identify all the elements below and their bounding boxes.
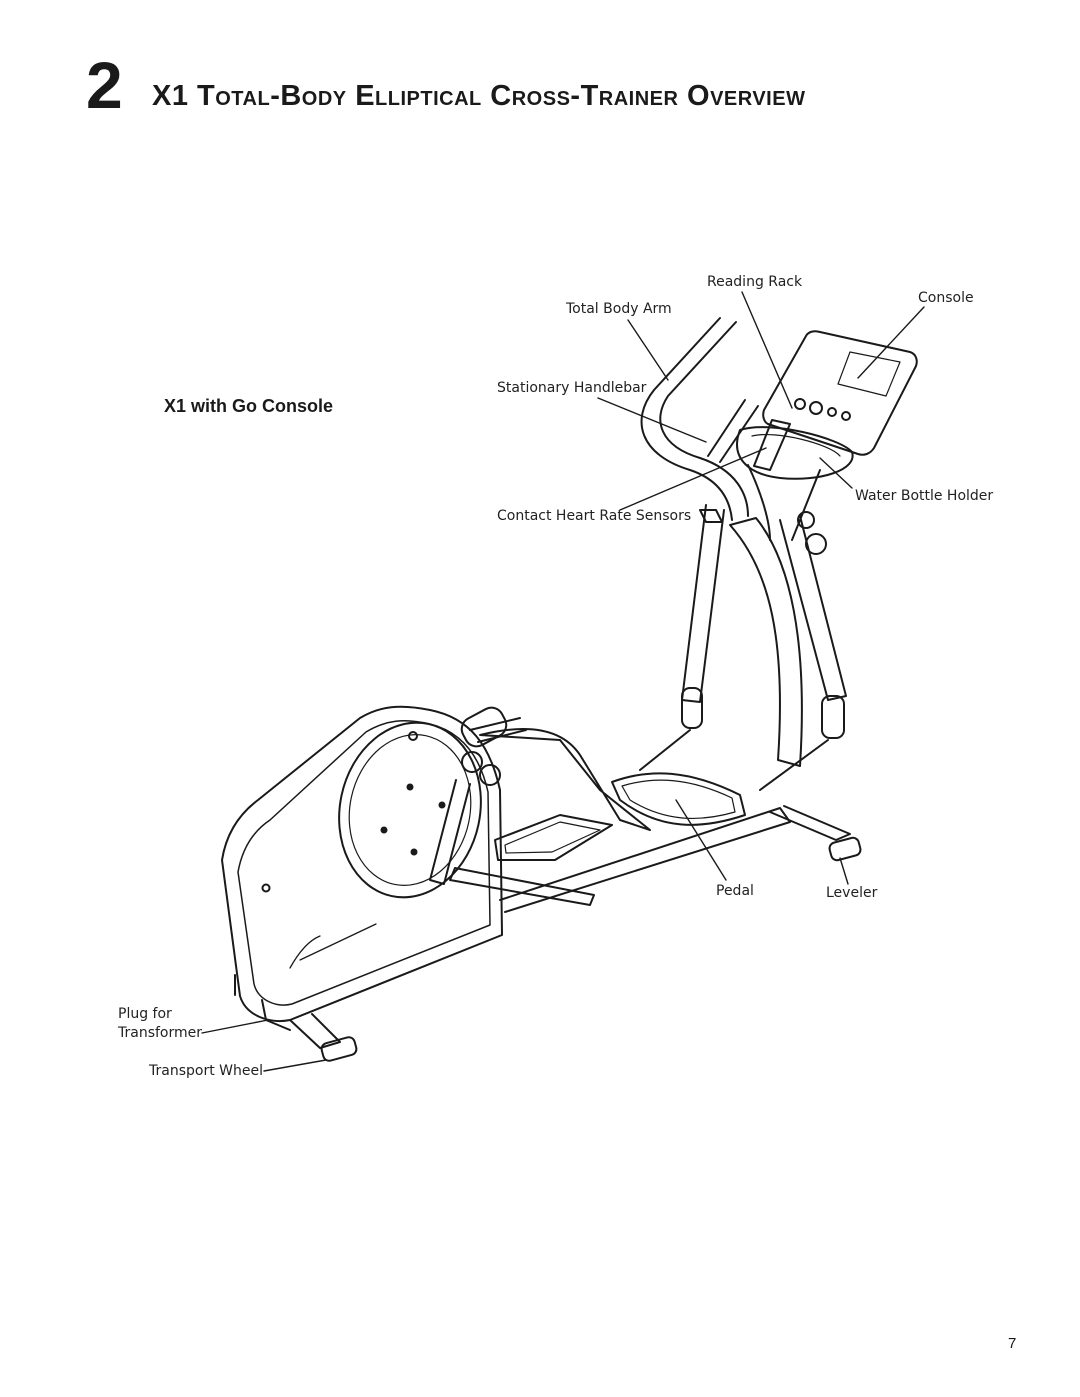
callout-plug-for-transformer: Plug for Transformer — [118, 1005, 202, 1043]
page-number: 7 — [1008, 1335, 1017, 1352]
callout-stationary-handlebar: Stationary Handlebar — [497, 380, 647, 396]
callout-transport-wheel: Transport Wheel — [149, 1063, 263, 1079]
callout-pedal: Pedal — [716, 883, 754, 899]
chapter-number: 2 — [86, 48, 123, 122]
callout-water-bottle-holder: Water Bottle Holder — [855, 488, 994, 504]
chapter-title: X1 Total-Body Elliptical Cross-Trainer O… — [152, 80, 806, 112]
callout-contact-heart-rate-sensors: Contact Heart Rate Sensors — [497, 508, 692, 524]
callout-console: Console — [918, 290, 974, 306]
callout-plug-line2: Transformer — [118, 1025, 203, 1041]
callout-total-body-arm: Total Body Arm — [566, 301, 672, 317]
callout-plug-line1: Plug for — [118, 1006, 172, 1022]
front-upright — [639, 504, 847, 791]
handlebars — [640, 317, 821, 541]
callout-leaders — [201, 291, 925, 1072]
base-frame — [289, 805, 862, 1062]
callout-leveler: Leveler — [826, 885, 878, 901]
pedal-assembly — [429, 706, 746, 906]
console-unit — [736, 330, 918, 480]
figure-model-label: X1 with Go Console — [164, 396, 334, 416]
callout-reading-rack: Reading Rack — [707, 274, 803, 290]
